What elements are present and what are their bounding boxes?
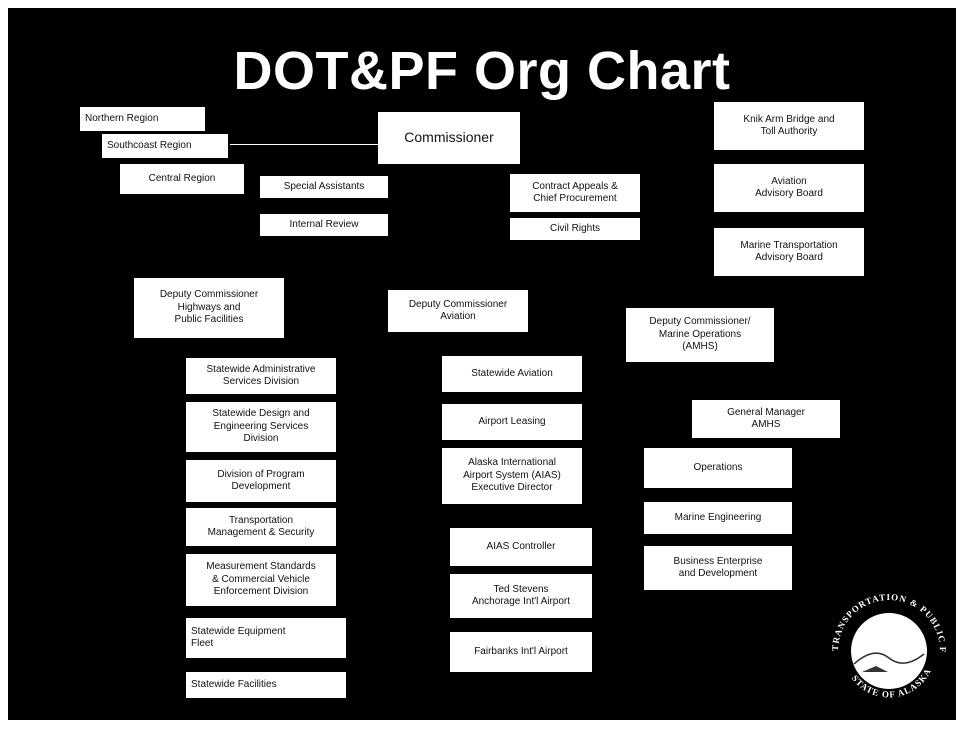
box-deputy-marine: Deputy Commissioner/ Marine Operations (… xyxy=(626,308,774,362)
box-statewide-facilities: Statewide Facilities xyxy=(186,672,346,698)
box-internal-review: Internal Review xyxy=(260,214,388,236)
box-civil-rights: Civil Rights xyxy=(510,218,640,240)
box-ted-stevens-airport: Ted Stevens Anchorage Int'l Airport xyxy=(450,574,592,618)
box-aviation-advisory: Aviation Advisory Board xyxy=(714,164,864,212)
seal-plane-icon xyxy=(862,666,888,672)
box-general-manager-amhs: General Manager AMHS xyxy=(692,400,840,438)
box-southcoast-region: Southcoast Region xyxy=(102,134,228,158)
box-transport-mgmt: Transportation Management & Security xyxy=(186,508,336,546)
box-business-enterprise: Business Enterprise and Development xyxy=(644,546,792,590)
box-measurement-standards: Measurement Standards & Commercial Vehic… xyxy=(186,554,336,606)
box-aias-controller: AIAS Controller xyxy=(450,528,592,566)
box-aias-executive-director: Alaska International Airport System (AIA… xyxy=(442,448,582,504)
box-operations: Operations xyxy=(644,448,792,488)
box-program-dev: Division of Program Development xyxy=(186,460,336,502)
seal-mountain-line xyxy=(853,652,925,665)
box-marine-engineering: Marine Engineering xyxy=(644,502,792,534)
box-special-assistants: Special Assistants xyxy=(260,176,388,198)
box-statewide-aviation: Statewide Aviation xyxy=(442,356,582,392)
dotpf-seal-logo: TRANSPORTATION & PUBLIC FACILITIES STATE… xyxy=(814,576,947,700)
region-connector-line xyxy=(230,144,386,145)
box-knik-arm: Knik Arm Bridge and Toll Authority xyxy=(714,102,864,150)
page-title: DOT&PF Org Chart xyxy=(233,41,731,101)
seal-inner-circle xyxy=(851,613,927,689)
box-deputy-highways: Deputy Commissioner Highways and Public … xyxy=(134,278,284,338)
box-deputy-aviation: Deputy Commissioner Aviation xyxy=(388,290,528,332)
slide: DOT&PF Org Chart Northern Region Southco… xyxy=(8,8,956,720)
box-equipment-fleet: Statewide Equipment Fleet xyxy=(186,618,346,658)
box-fairbanks-airport: Fairbanks Int'l Airport xyxy=(450,632,592,672)
box-marine-advisory: Marine Transportation Advisory Board xyxy=(714,228,864,276)
box-commissioner: Commissioner xyxy=(378,112,520,164)
box-statewide-admin: Statewide Administrative Services Divisi… xyxy=(186,358,336,394)
box-contract-appeals: Contract Appeals & Chief Procurement xyxy=(510,174,640,212)
box-airport-leasing: Airport Leasing xyxy=(442,404,582,440)
box-central-region: Central Region xyxy=(120,164,244,194)
box-statewide-design: Statewide Design and Engineering Service… xyxy=(186,402,336,452)
box-northern-region: Northern Region xyxy=(80,107,205,131)
